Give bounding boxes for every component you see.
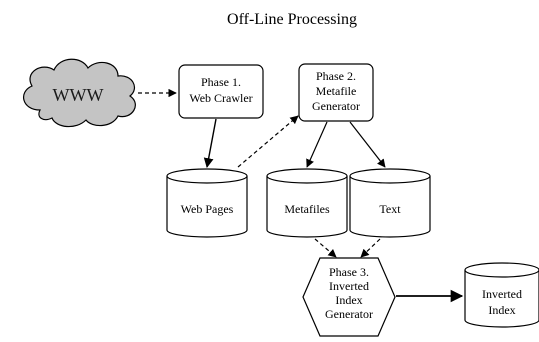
- metafiles-label: Metafiles: [284, 202, 330, 216]
- arrow-phase1-to-web-pages: [203, 118, 217, 168]
- phase1-line2: Web Crawler: [189, 91, 252, 105]
- diagram-title: Off-Line Processing: [227, 11, 357, 28]
- text-store: Text: [349, 168, 431, 238]
- phase1-line1: Phase 1.: [201, 75, 241, 89]
- metafiles-cylinder: [266, 176, 348, 238]
- arrow-metafiles-to-phase3: [314, 238, 337, 258]
- arrow-phase2-to-text: [349, 121, 386, 168]
- phase3-line4: Generator: [325, 307, 373, 321]
- web-pages-cylinder: [166, 176, 248, 238]
- arrow-text-to-phase3: [360, 238, 381, 258]
- phase3-line2: Inverted: [329, 279, 369, 293]
- www-label: WWW: [53, 85, 104, 105]
- arrow-web-pages-to-phase2: [237, 115, 299, 168]
- phase3-hexagon: [302, 257, 396, 337]
- phase2-line1: Phase 2.: [316, 69, 356, 83]
- inverted-index-store: Inverted Index: [464, 262, 539, 328]
- phase3-inverted-index-generator: Phase 3. Inverted Index Generator: [302, 257, 396, 337]
- phase2-line2: Metafile: [316, 84, 357, 98]
- text-label: Text: [379, 202, 401, 216]
- metafiles-cylinder-top: [266, 168, 348, 184]
- text-cylinder: [349, 176, 431, 238]
- phase1-box: [178, 64, 264, 119]
- phase2-box: [298, 63, 374, 122]
- inverted-index-line1: Inverted: [482, 287, 522, 301]
- phase2-metafile-generator: Phase 2. Metafile Generator: [298, 63, 374, 122]
- web-pages-cylinder-top: [166, 168, 248, 184]
- text-cylinder-top: [349, 168, 431, 184]
- inverted-index-line2: Index: [488, 303, 515, 317]
- phase1-web-crawler: Phase 1. Web Crawler: [178, 64, 264, 119]
- web-pages-label: Web Pages: [181, 202, 234, 216]
- inverted-index-cylinder-top: [464, 262, 539, 278]
- inverted-index-cylinder: [464, 270, 539, 328]
- arrow-phase2-to-metafiles: [306, 121, 328, 168]
- cloud-shape: [23, 58, 136, 128]
- web-pages-store: Web Pages: [166, 168, 248, 238]
- phase3-line1: Phase 3.: [329, 265, 369, 279]
- phase3-line3: Index: [335, 293, 362, 307]
- www-cloud: WWW: [23, 58, 136, 128]
- metafiles-store: Metafiles: [266, 168, 348, 238]
- phase2-line3: Generator: [312, 99, 360, 113]
